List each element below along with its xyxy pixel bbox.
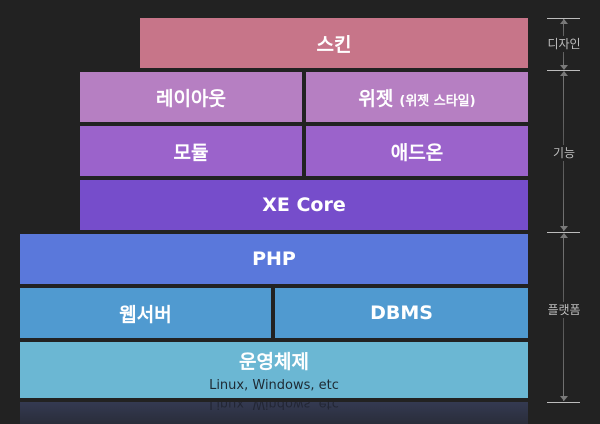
arrow-down-icon (560, 226, 568, 231)
side-label-platform: 플랫폼 (540, 302, 588, 318)
side-label-function: 기능 (540, 145, 588, 161)
os-label: 운영체제 (239, 351, 309, 373)
layout-label: 레이아웃 (156, 87, 226, 110)
webserver-label: 웹서버 (119, 303, 172, 326)
side-label-design: 디자인 (540, 36, 588, 52)
os-sub-label: Linux, Windows, etc (209, 378, 339, 393)
bracket-tick-design-function (547, 70, 580, 71)
os-reflection: Linux, Windows, etc (20, 402, 528, 424)
layer-webserver: 웹서버 (20, 288, 271, 338)
layer-module: 모듈 (80, 126, 302, 176)
arrow-up-icon (560, 71, 568, 76)
bracket-tick-top (547, 18, 580, 19)
widget-sub-label: (위젯 스타일) (399, 93, 476, 109)
php-label: PHP (252, 248, 296, 270)
bracket-tick-bottom (547, 402, 580, 403)
layer-php: PHP (20, 234, 528, 284)
xe-core-label: XE Core (262, 194, 346, 216)
layer-xe-core: XE Core (80, 180, 528, 230)
arrow-up-icon (560, 233, 568, 238)
layer-skin: 스킨 (140, 18, 528, 68)
arrow-down-icon (560, 65, 568, 70)
skin-label: 스킨 (316, 33, 352, 56)
layer-addon: 애드온 (306, 126, 528, 176)
bracket-tick-function-platform (547, 232, 580, 233)
addon-label: 애드온 (390, 141, 444, 164)
layer-dbms: DBMS (275, 288, 528, 338)
arrow-down-icon (560, 396, 568, 401)
layer-os: 운영체제 Linux, Windows, etc (20, 342, 528, 398)
layer-widget: 위젯 (위젯 스타일) (306, 72, 528, 122)
reflection-text: Linux, Windows, etc (209, 402, 339, 411)
arrow-up-icon (560, 19, 568, 24)
dbms-label: DBMS (370, 302, 433, 324)
module-label: 모듈 (173, 141, 209, 164)
widget-label: 위젯 (358, 87, 394, 110)
layer-layout: 레이아웃 (80, 72, 302, 122)
